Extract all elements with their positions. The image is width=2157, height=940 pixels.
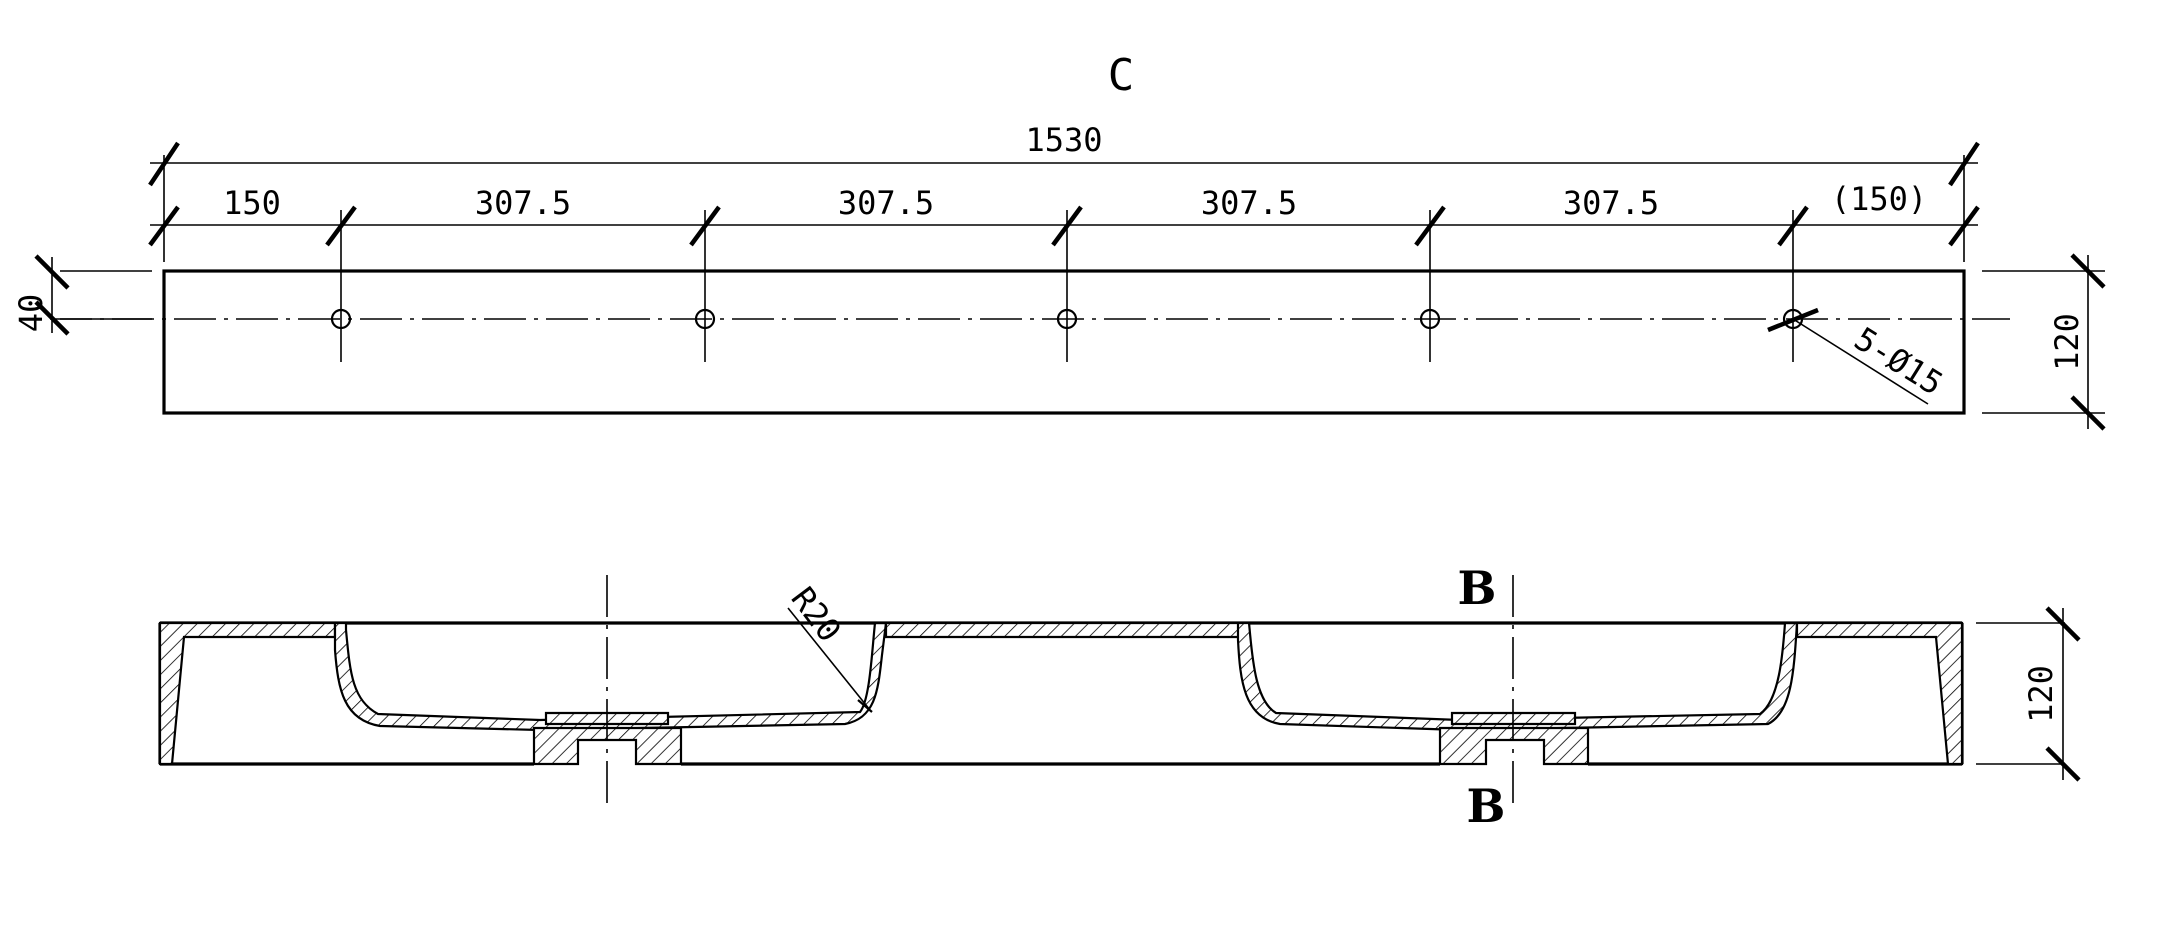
top-view: 1530 150 307.5 307.5 307.5 307.5 (150)	[12, 121, 2106, 431]
overall-width-label: 1530	[1025, 121, 1102, 159]
hole-note: 5-Ø15	[1848, 320, 1950, 403]
hole-5	[1782, 308, 1804, 330]
extension-lines	[60, 155, 2105, 414]
section-hatching	[158, 621, 1964, 766]
segment-label-4: 307.5	[1201, 184, 1297, 222]
hole-2	[694, 308, 716, 330]
countertop-outline	[162, 269, 1966, 415]
radius-note: R20	[784, 580, 849, 649]
section-outline	[158, 621, 1964, 766]
segment-label-5: 307.5	[1563, 184, 1659, 222]
segment-label-1: 150	[223, 184, 281, 222]
section-marker-top: B	[1458, 561, 1497, 615]
edge-offset-label: 40	[12, 294, 50, 333]
faucet-holes	[330, 308, 1804, 330]
section-marker-bottom: B	[1467, 779, 1506, 833]
hole-callout: 5-Ø15	[1767, 307, 1950, 405]
depth-dimension: 120	[2048, 253, 2106, 431]
segment-label-3: 307.5	[838, 184, 934, 222]
view-label: C	[1108, 50, 1135, 101]
segment-label-6: (150)	[1831, 180, 1927, 218]
hole-1	[330, 308, 352, 330]
overall-dimension: 1530	[148, 121, 1980, 187]
hole-4	[1419, 308, 1441, 330]
chain-dimensions: 150 307.5 307.5 307.5 307.5 (150)	[148, 180, 1980, 247]
height-label: 120	[2022, 665, 2060, 723]
depth-label: 120	[2048, 313, 2086, 371]
section-view: B B R20 120	[158, 561, 2081, 833]
edge-offset-dimension: 40	[12, 254, 70, 336]
segment-label-2: 307.5	[475, 184, 571, 222]
height-dimension: 120	[1976, 606, 2081, 782]
hole-3	[1056, 308, 1078, 330]
radius-callout: R20	[784, 580, 873, 713]
